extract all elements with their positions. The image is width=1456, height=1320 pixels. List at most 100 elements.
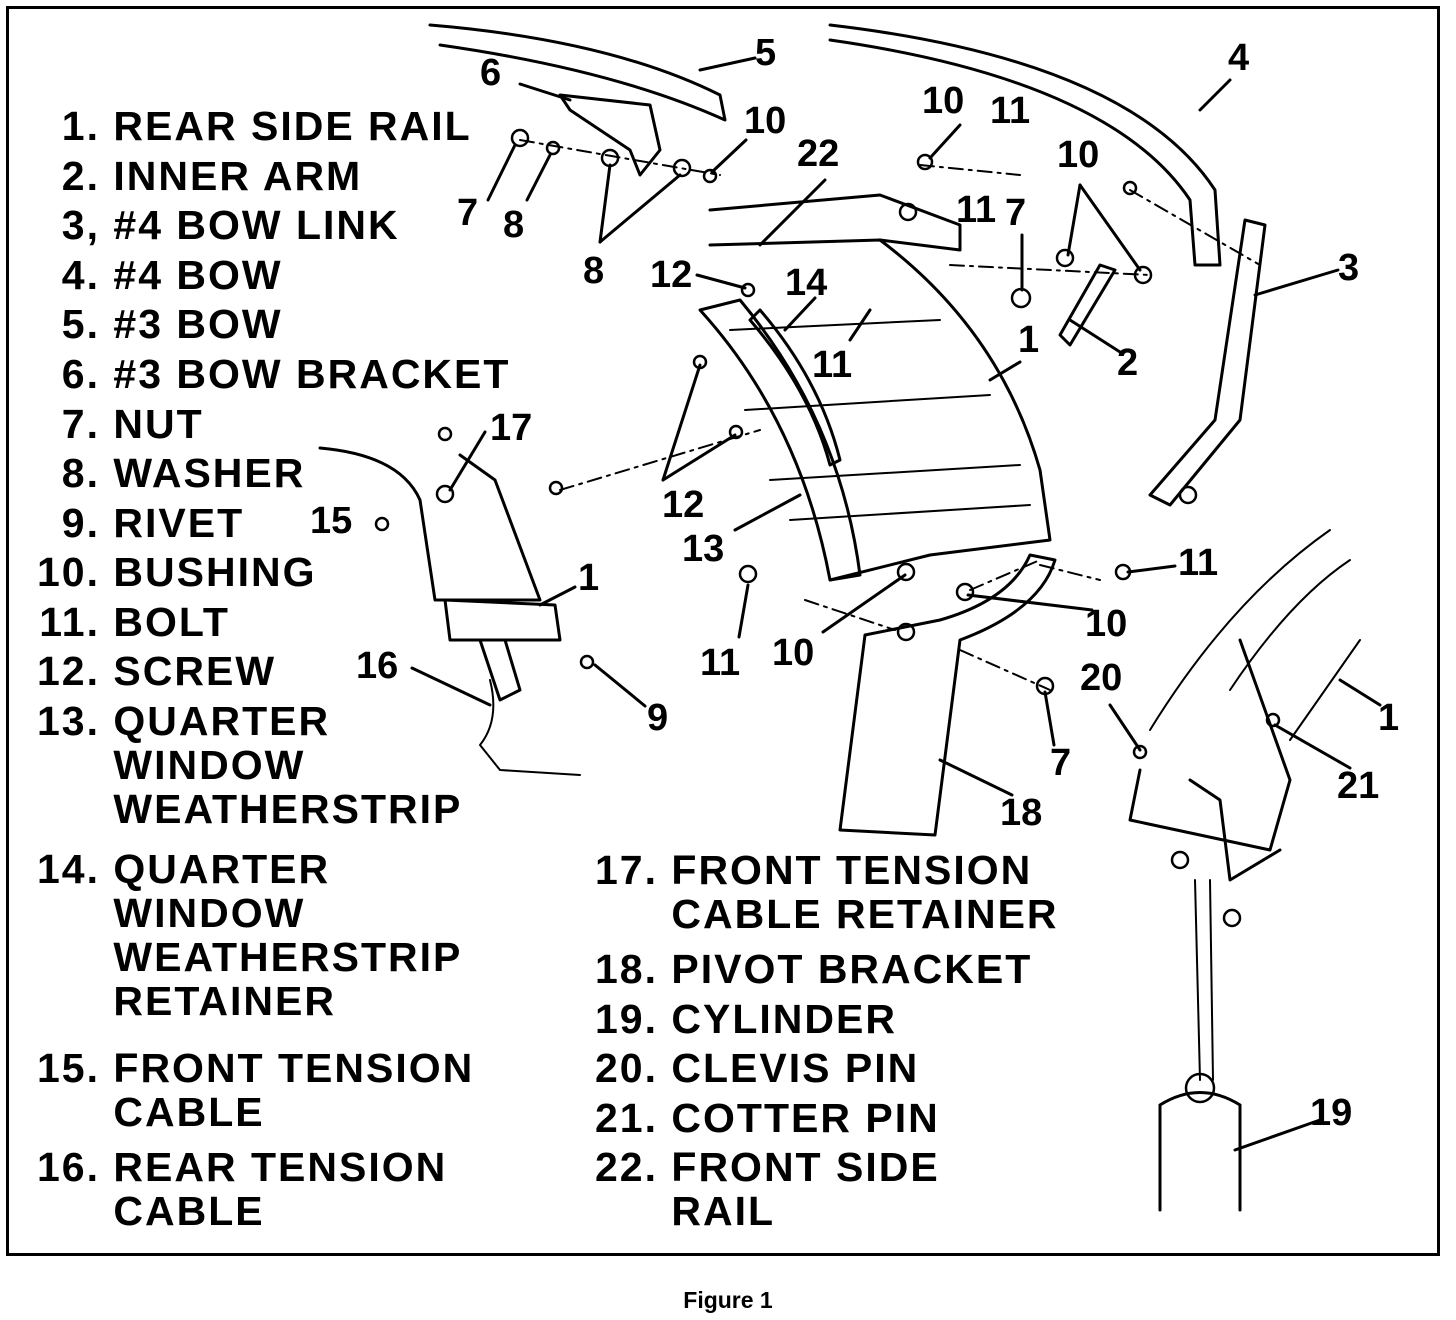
inner-arm-part bbox=[1058, 263, 1117, 347]
legend-number: 5. bbox=[61, 301, 100, 347]
legend-text: QUARTER bbox=[113, 698, 331, 744]
legend-text: WINDOW bbox=[113, 742, 306, 788]
callout-10d: 10 bbox=[1085, 603, 1127, 645]
legend-number: 20. bbox=[595, 1045, 658, 1091]
callout-16: 16 bbox=[356, 645, 398, 687]
callout-17: 17 bbox=[490, 407, 532, 449]
legend-text: RIVET bbox=[113, 500, 245, 546]
front-side-rail-part bbox=[708, 193, 962, 252]
legend-item-2: 2. INNER ARM bbox=[50, 154, 362, 198]
legend-number: 11. bbox=[39, 599, 100, 645]
legend-item-19: 19. CYLINDER bbox=[580, 997, 897, 1041]
legend-text: #4 BOW bbox=[113, 252, 283, 298]
callout-7c: 7 bbox=[1050, 742, 1071, 784]
bow-4-part bbox=[828, 23, 1222, 267]
legend-text: #4 BOW LINK bbox=[113, 202, 400, 248]
legend-item-17: 17. FRONT TENSION CABLE RETAINER bbox=[580, 848, 1059, 936]
legend-text: REAR SIDE RAIL bbox=[113, 103, 472, 149]
legend-text: COTTER PIN bbox=[671, 1095, 940, 1141]
legend-number: 15. bbox=[37, 1045, 100, 1091]
legend-item-22: 22. FRONT SIDE RAIL bbox=[580, 1145, 940, 1233]
legend-number: 1. bbox=[61, 103, 100, 149]
weatherstrip-lines bbox=[729, 319, 1031, 521]
legend-text: RAIL bbox=[671, 1188, 776, 1234]
legend-text: FRONT SIDE bbox=[671, 1144, 940, 1190]
front-tension-cable-part bbox=[318, 446, 542, 602]
callout-1c: 1 bbox=[1378, 697, 1399, 739]
legend-number: 21. bbox=[595, 1095, 658, 1141]
legend-number: 13. bbox=[37, 698, 100, 744]
fasteners bbox=[374, 128, 1281, 1104]
callout-11d: 11 bbox=[1178, 542, 1218, 584]
cylinder-part bbox=[1158, 1091, 1242, 1212]
callout-5: 5 bbox=[755, 32, 776, 74]
callout-11e: 11 bbox=[700, 642, 740, 684]
callout-3: 3 bbox=[1338, 247, 1359, 289]
legend-text: WASHER bbox=[113, 450, 306, 496]
callout-11a: 11 bbox=[990, 90, 1030, 132]
legend-item-11: 11. BOLT bbox=[22, 600, 230, 644]
legend-number: 10. bbox=[37, 549, 100, 595]
legend-item-3: 3, #4 BOW LINK bbox=[50, 203, 400, 247]
cylinder-rod bbox=[1194, 879, 1214, 1081]
legend-number: 8. bbox=[61, 450, 100, 496]
legend-text: FRONT TENSION bbox=[671, 847, 1033, 893]
callout-15: 15 bbox=[310, 500, 352, 542]
legend-item-15: 15. FRONT TENSION CABLE bbox=[22, 1046, 474, 1134]
legend-number: 9. bbox=[61, 500, 100, 546]
weatherstrip-retainer-part bbox=[748, 308, 842, 467]
callout-8a: 8 bbox=[503, 204, 524, 246]
callout-22: 22 bbox=[797, 133, 839, 175]
callout-12a: 12 bbox=[650, 254, 692, 296]
rear-side-rail-frame bbox=[828, 238, 1052, 582]
callout-12b: 12 bbox=[662, 484, 704, 526]
cylinder-mount-bracket bbox=[1128, 638, 1292, 882]
legend-text: CABLE RETAINER bbox=[671, 891, 1059, 937]
legend-number: 7. bbox=[61, 401, 100, 447]
callout-19: 19 bbox=[1310, 1092, 1352, 1134]
legend-text: BUSHING bbox=[113, 549, 317, 595]
inset-rails bbox=[1149, 529, 1361, 741]
bow-3-part bbox=[428, 23, 727, 122]
legend-item-13: 13. QUARTER WINDOW WEATHERSTRIP bbox=[22, 699, 462, 831]
legend-text: QUARTER bbox=[113, 846, 331, 892]
callout-1b: 1 bbox=[578, 557, 599, 599]
legend-text: BOLT bbox=[113, 599, 230, 645]
legend-item-10: 10. BUSHING bbox=[22, 550, 316, 594]
legend-number: 12. bbox=[37, 648, 100, 694]
legend-number: 14. bbox=[37, 846, 100, 892]
legend-text: FRONT TENSION bbox=[113, 1045, 475, 1091]
legend-text: WINDOW bbox=[113, 890, 306, 936]
legend-number: 19. bbox=[595, 996, 658, 1042]
legend-item-18: 18. PIVOT BRACKET bbox=[580, 947, 1032, 991]
legend-text: #3 BOW BRACKET bbox=[113, 351, 511, 397]
callout-11b: 11 bbox=[956, 189, 996, 231]
callout-1a: 1 bbox=[1018, 319, 1039, 361]
pivot-bracket-part bbox=[838, 553, 1057, 837]
callout-10a: 10 bbox=[744, 100, 786, 142]
legend-text: NUT bbox=[113, 401, 204, 447]
callout-7a: 7 bbox=[457, 192, 478, 234]
legend-item-7: 7. NUT bbox=[50, 402, 204, 446]
legend-item-5: 5. #3 BOW bbox=[50, 302, 283, 346]
left-bracket-part bbox=[443, 598, 562, 702]
callout-21: 21 bbox=[1337, 765, 1379, 807]
legend-text: REAR TENSION bbox=[113, 1144, 448, 1190]
rear-side-rail-part bbox=[698, 298, 862, 582]
alignment-lines bbox=[519, 139, 1261, 691]
legend-item-1: 1. REAR SIDE RAIL bbox=[50, 104, 472, 148]
legend-text: SCREW bbox=[113, 648, 277, 694]
legend-number: 18. bbox=[595, 946, 658, 992]
callout-labels: 1 1 1 1 2 3 4 5 6 7 7 7 8 8 9 10 10 10 1… bbox=[310, 32, 1399, 1134]
legend-number: 3, bbox=[61, 202, 100, 248]
legend-number: 4. bbox=[61, 252, 100, 298]
legend-text: CLEVIS PIN bbox=[671, 1045, 920, 1091]
callout-4: 4 bbox=[1228, 37, 1249, 79]
rear-tension-cable-part bbox=[479, 679, 581, 776]
legend-text: RETAINER bbox=[113, 978, 336, 1024]
callout-6: 6 bbox=[480, 52, 501, 94]
legend-item-16: 16. REAR TENSION CABLE bbox=[22, 1145, 447, 1233]
legend-text: CABLE bbox=[113, 1089, 265, 1135]
callout-14: 14 bbox=[785, 262, 827, 304]
